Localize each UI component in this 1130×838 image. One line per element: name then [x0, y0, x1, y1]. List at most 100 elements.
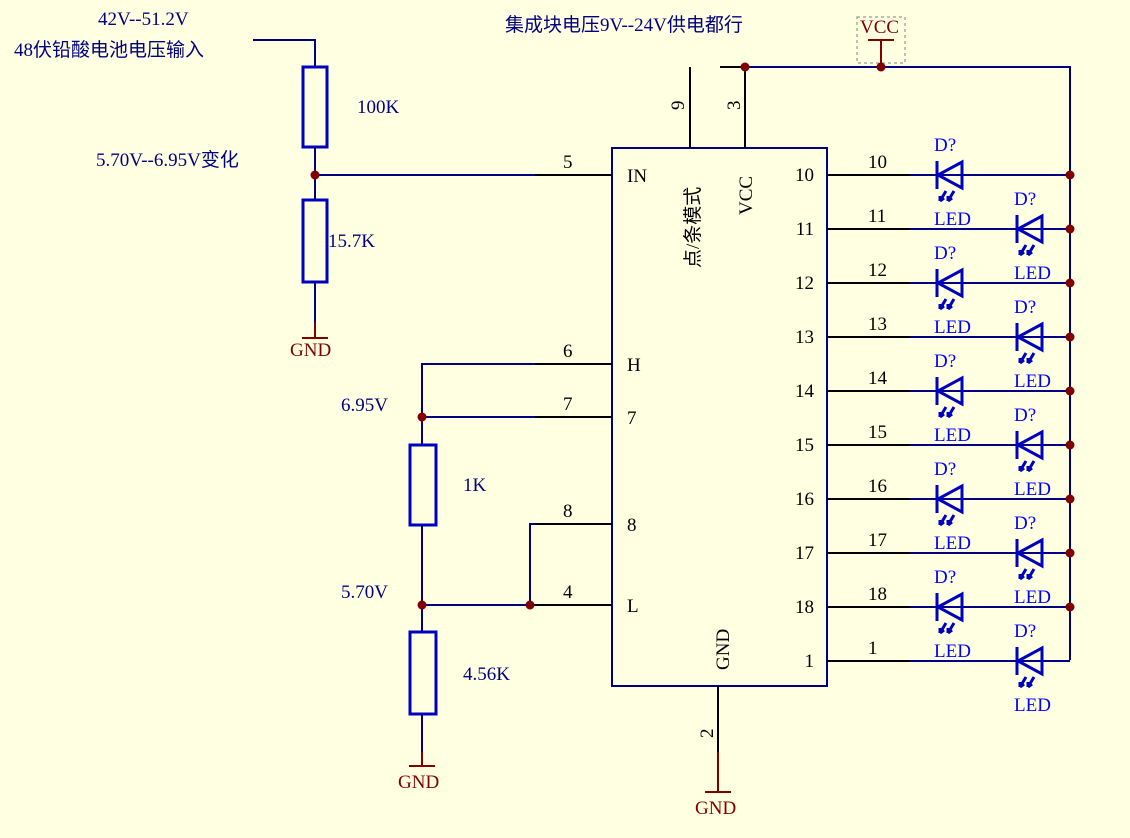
resistor-100k	[301, 65, 329, 149]
led-designator: D?	[1014, 189, 1036, 210]
led-designator: D?	[934, 459, 956, 480]
led-light-arrows	[1018, 460, 1036, 473]
led-light-arrows	[1018, 676, 1036, 689]
r2-value: 15.7K	[328, 231, 375, 252]
led-triangle	[934, 375, 964, 407]
led-designator: D?	[934, 567, 956, 588]
vcc-rail	[745, 66, 1071, 660]
led-light-arrows	[938, 622, 956, 635]
divider-range-label: 5.70V--6.95V变化	[96, 149, 239, 171]
voltage-low-label: 5.70V	[341, 582, 388, 603]
led-12: D?LED	[934, 243, 971, 338]
junction-rail-16	[1065, 494, 1075, 504]
led-designator: D?	[1014, 513, 1036, 534]
led-triangle	[1014, 213, 1044, 245]
output-pin-inner-14: 14	[795, 381, 815, 402]
led-label: LED	[934, 533, 971, 554]
output-pin-number-11: 11	[868, 206, 886, 227]
led-label: LED	[1014, 695, 1051, 716]
reference-ladder	[408, 363, 612, 767]
output-pin-number-13: 13	[868, 314, 887, 335]
junction-570	[417, 600, 427, 610]
junction-695	[417, 412, 427, 422]
led-triangle	[1014, 429, 1044, 461]
junction-rail-15	[1065, 440, 1075, 450]
led-label: LED	[1014, 263, 1051, 284]
pin-number-3: 3	[724, 101, 745, 111]
input-divider	[253, 39, 612, 339]
led-13: D? LED	[1014, 297, 1051, 392]
junction-rail-12	[1065, 278, 1075, 288]
led-15: D?LED	[1014, 405, 1051, 500]
led-triangle	[934, 591, 964, 623]
led-light-arrows	[938, 298, 956, 311]
junction-rail-11	[1065, 224, 1075, 234]
ic-chip	[535, 66, 828, 766]
led-label: LED	[934, 209, 971, 230]
input-range-label: 42V--51.2V	[98, 9, 189, 30]
junction-vcc-ic	[740, 62, 750, 72]
output-pin-inner-13: 13	[795, 327, 814, 348]
led-label: LED	[1014, 371, 1051, 392]
led-triangle	[1014, 645, 1044, 677]
pin-name-7: 7	[627, 408, 637, 429]
led-light-arrows	[1018, 568, 1036, 581]
pin-name-vcc: VCC	[736, 176, 757, 215]
output-pin-inner-12: 12	[795, 273, 814, 294]
output-pin-number-12: 12	[868, 260, 887, 281]
output-pin-inner-18: 18	[795, 597, 814, 618]
led-triangle	[934, 483, 964, 515]
junction-rail-10	[1065, 170, 1075, 180]
vcc-port-box	[856, 16, 906, 64]
output-pin-number-17: 17	[868, 530, 887, 551]
pin-name-8: 8	[627, 515, 637, 536]
output-pin-number-14: 14	[868, 368, 888, 389]
input-desc-label: 48伏铅酸电池电压输入	[14, 39, 204, 61]
r3-value: 1K	[463, 475, 487, 496]
led-triangle	[934, 159, 964, 191]
output-pin-number-10: 10	[868, 152, 887, 173]
vcc-label: VCC	[860, 17, 899, 38]
junction-rail-14	[1065, 386, 1075, 396]
voltage-high-label: 6.95V	[341, 395, 388, 416]
supply-note: 集成块电压9V--24V供电都行	[505, 14, 743, 36]
led-designator: D?	[934, 243, 956, 264]
output-pin-number-18: 18	[868, 584, 887, 605]
output-pin-inner-11: 11	[796, 219, 814, 240]
h-wire	[421, 363, 612, 445]
gnd-label-2: GND	[398, 772, 439, 793]
led-light-arrows	[1018, 352, 1036, 365]
resistor-1k	[408, 443, 438, 527]
output-pin-number-15: 15	[868, 422, 887, 443]
resistor-4k56	[408, 630, 438, 716]
led-light-arrows	[938, 190, 956, 203]
r1-value: 100K	[357, 97, 400, 118]
output-pin-number-1: 1	[868, 638, 878, 659]
led-10: D?LED	[934, 135, 971, 230]
led-designator: D?	[1014, 621, 1036, 642]
r4-value: 4.56K	[463, 664, 510, 685]
led-18: D? LED	[934, 567, 971, 662]
gnd-label-1: GND	[290, 340, 331, 361]
pin-number-9: 9	[668, 101, 689, 111]
led-triangle	[1014, 321, 1044, 353]
output-pin-inner-1: 1	[805, 651, 815, 672]
pin-name-gnd: GND	[713, 629, 734, 670]
led-designator: D?	[1014, 297, 1036, 318]
junction-rail-17	[1065, 548, 1075, 558]
led-triangle	[1014, 537, 1044, 569]
led-17: D?LED	[1014, 513, 1051, 608]
led-label: LED	[1014, 479, 1051, 500]
led-light-arrows	[1018, 244, 1036, 257]
output-pin-number-16: 16	[868, 476, 887, 497]
pin-number-8: 8	[563, 501, 573, 522]
pin-number-4: 4	[563, 582, 573, 603]
output-pin-inner-15: 15	[795, 435, 814, 456]
junction-pin8	[525, 600, 535, 610]
pin-name-in: IN	[627, 166, 647, 187]
led-label: LED	[934, 641, 971, 662]
led-light-arrows	[938, 406, 956, 419]
led-14: D?LED	[934, 351, 971, 446]
pin-number-7: 7	[563, 394, 573, 415]
